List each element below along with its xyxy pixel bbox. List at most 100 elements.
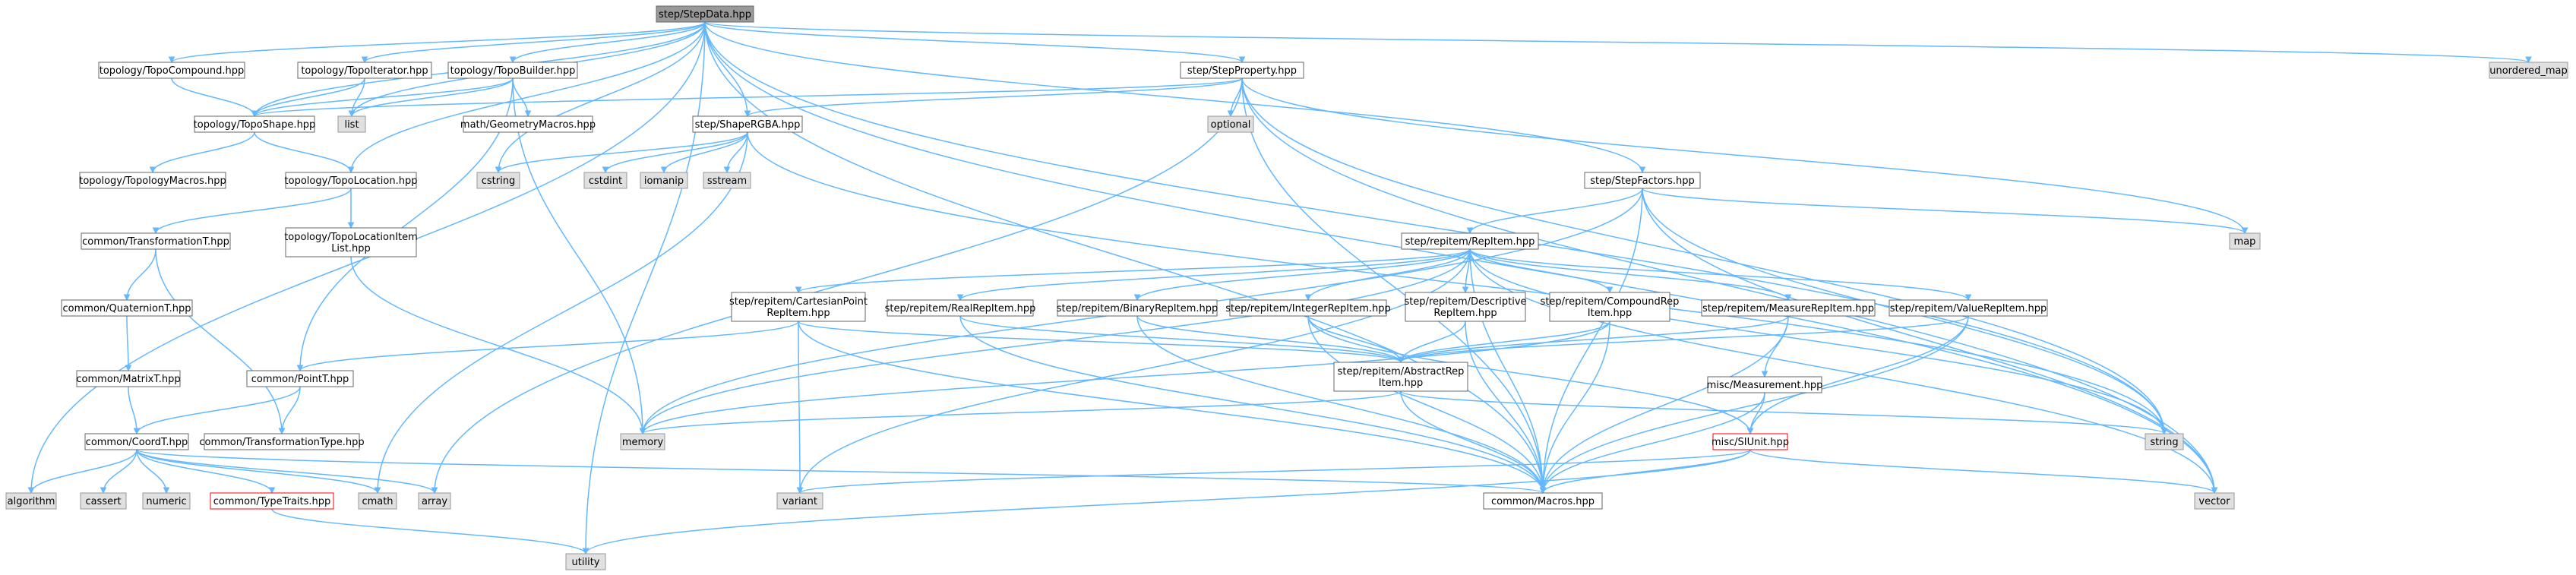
node-label: common/TypeTraits.hpp [213, 496, 331, 507]
dependency-edge-cartesianpoint-abstractrep [798, 321, 1405, 364]
node-repitem[interactable]: step/repitem/RepItem.hpp [1401, 232, 1539, 250]
node-label: topology/TopoLocationItem [284, 232, 418, 243]
dependency-edge-coordt-cassert [100, 449, 137, 494]
node-box [1549, 292, 1670, 322]
node-label: utility [572, 557, 600, 568]
node-transformationtype[interactable]: common/TransformationType.hpp [199, 433, 365, 450]
node-box [418, 492, 451, 510]
node-topocompound[interactable]: topology/TopoCompound.hpp [98, 62, 245, 79]
node-topobuilder[interactable]: topology/TopoBuilder.hpp [447, 62, 578, 79]
node-topologymacros[interactable]: topology/TopologyMacros.hpp [79, 172, 226, 189]
node-box [1401, 232, 1539, 250]
node-topolocation[interactable]: topology/TopoLocation.hpp [285, 172, 418, 189]
node-box [2489, 62, 2568, 79]
node-box [285, 227, 417, 257]
node-label: topology/TopoShape.hpp [194, 119, 316, 131]
node-unordered_map[interactable]: unordered_map [2489, 62, 2568, 79]
node-label: sstream [707, 175, 747, 187]
node-stepproperty[interactable]: step/StepProperty.hpp [1180, 62, 1304, 79]
node-box [620, 433, 665, 450]
node-label: topology/TopologyMacros.hpp [79, 175, 226, 187]
node-cmath[interactable]: cmath [358, 492, 397, 510]
node-box [1584, 172, 1701, 189]
edge-layer [27, 21, 2532, 555]
dependency-edge-stepdata-algorithm [27, 21, 706, 494]
node-transformationt[interactable]: common/TransformationT.hpp [81, 232, 231, 250]
node-map[interactable]: map [2229, 232, 2261, 250]
dependency-edge-stepproperty-array [431, 77, 1243, 494]
node-stepdata[interactable]: step/StepData.hpp [656, 5, 754, 23]
node-cstring[interactable]: cstring [476, 172, 520, 189]
node-numeric[interactable]: numeric [142, 492, 191, 510]
node-cassert[interactable]: cassert [80, 492, 127, 510]
node-realrepitem[interactable]: step/repitem/RealRepItem.hpp [885, 299, 1036, 317]
node-box [656, 5, 754, 23]
node-sstream[interactable]: sstream [703, 172, 751, 189]
dependency-edge-stepproperty-shapergba [744, 77, 1243, 118]
node-utility[interactable]: utility [565, 553, 606, 570]
node-label: cstdint [589, 175, 622, 187]
node-binaryrepitem[interactable]: step/repitem/BinaryRepItem.hpp [1057, 299, 1218, 317]
node-coordt[interactable]: common/CoordT.hpp [84, 433, 189, 450]
node-layer: step/StepData.hpp topology/TopoCompound.h… [5, 5, 2568, 570]
dependency-edge-valuerepitem-abstractrep [1397, 315, 1969, 364]
node-box [447, 62, 578, 79]
node-matrixt[interactable]: common/MatrixT.hpp [76, 370, 181, 387]
node-macros[interactable]: common/Macros.hpp [1483, 492, 1603, 510]
node-valuerepitem[interactable]: step/repitem/ValueRepItem.hpp [1889, 299, 2048, 317]
node-box [692, 115, 803, 133]
node-array[interactable]: array [418, 492, 451, 510]
dependency-edge-stepproperty-optional [1227, 77, 1243, 118]
node-quaterniont[interactable]: common/QuaternionT.hpp [61, 299, 193, 317]
node-siunit[interactable]: misc/SIUnit.hpp [1712, 433, 1789, 450]
node-box [887, 299, 1034, 317]
node-shapergba[interactable]: step/ShapeRGBA.hpp [692, 115, 803, 133]
node-label: topology/TopoCompound.hpp [100, 65, 245, 77]
dependency-edge-siunit-variant [796, 449, 1751, 494]
node-box [204, 433, 360, 450]
node-string[interactable]: string [2145, 433, 2184, 450]
node-label: misc/SIUnit.hpp [1712, 437, 1789, 448]
node-box [1701, 299, 1876, 317]
node-label: step/repitem/AbstractRep [1338, 366, 1465, 378]
dependency-edge-coordt-typetraits [136, 449, 276, 494]
node-optional[interactable]: optional [1207, 115, 1254, 133]
node-typetraits[interactable]: common/TypeTraits.hpp [210, 492, 334, 510]
node-variant[interactable]: variant [776, 492, 823, 510]
node-measurerepitem[interactable]: step/repitem/MeasureRepItem.hpp [1701, 299, 1876, 317]
node-box [61, 299, 193, 317]
node-geometrymacros[interactable]: math/GeometryMacros.hpp [460, 115, 596, 133]
node-label: step/repitem/IntegerRepItem.hpp [1225, 303, 1391, 314]
node-list[interactable]: list [337, 115, 366, 133]
node-box [565, 553, 606, 570]
node-algorithm[interactable]: algorithm [5, 492, 57, 510]
node-label: cassert [85, 496, 121, 507]
dependency-edge-stepproperty-toposhape [251, 77, 1243, 118]
dependency-edge-stepdata-topoiterator [361, 21, 706, 64]
node-label: unordered_map [2489, 65, 2568, 77]
dependency-edge-pointt-transformationtype [278, 386, 301, 435]
dependency-edge-coordt-cmath [136, 449, 381, 494]
dependency-edge-abstractrep-string [1400, 390, 2168, 435]
node-iomanip[interactable]: iomanip [640, 172, 688, 189]
node-label: iomanip [644, 175, 684, 187]
node-topoiterator[interactable]: topology/TopoIterator.hpp [297, 62, 432, 79]
node-memory[interactable]: memory [620, 433, 665, 450]
node-measurement[interactable]: misc/Measurement.hpp [1707, 376, 1823, 393]
node-pointt[interactable]: common/PointT.hpp [246, 370, 354, 387]
node-stepfactors[interactable]: step/StepFactors.hpp [1584, 172, 1701, 189]
dependency-edge-topobuilder-list [348, 77, 514, 118]
node-box [80, 492, 127, 510]
node-vector[interactable]: vector [2194, 492, 2235, 510]
node-box [583, 172, 627, 189]
node-box [2145, 433, 2184, 450]
node-cstdint[interactable]: cstdint [583, 172, 627, 189]
node-integerrepitem[interactable]: step/repitem/IntegerRepItem.hpp [1225, 299, 1391, 317]
node-toposhape[interactable]: topology/TopoShape.hpp [194, 115, 316, 133]
